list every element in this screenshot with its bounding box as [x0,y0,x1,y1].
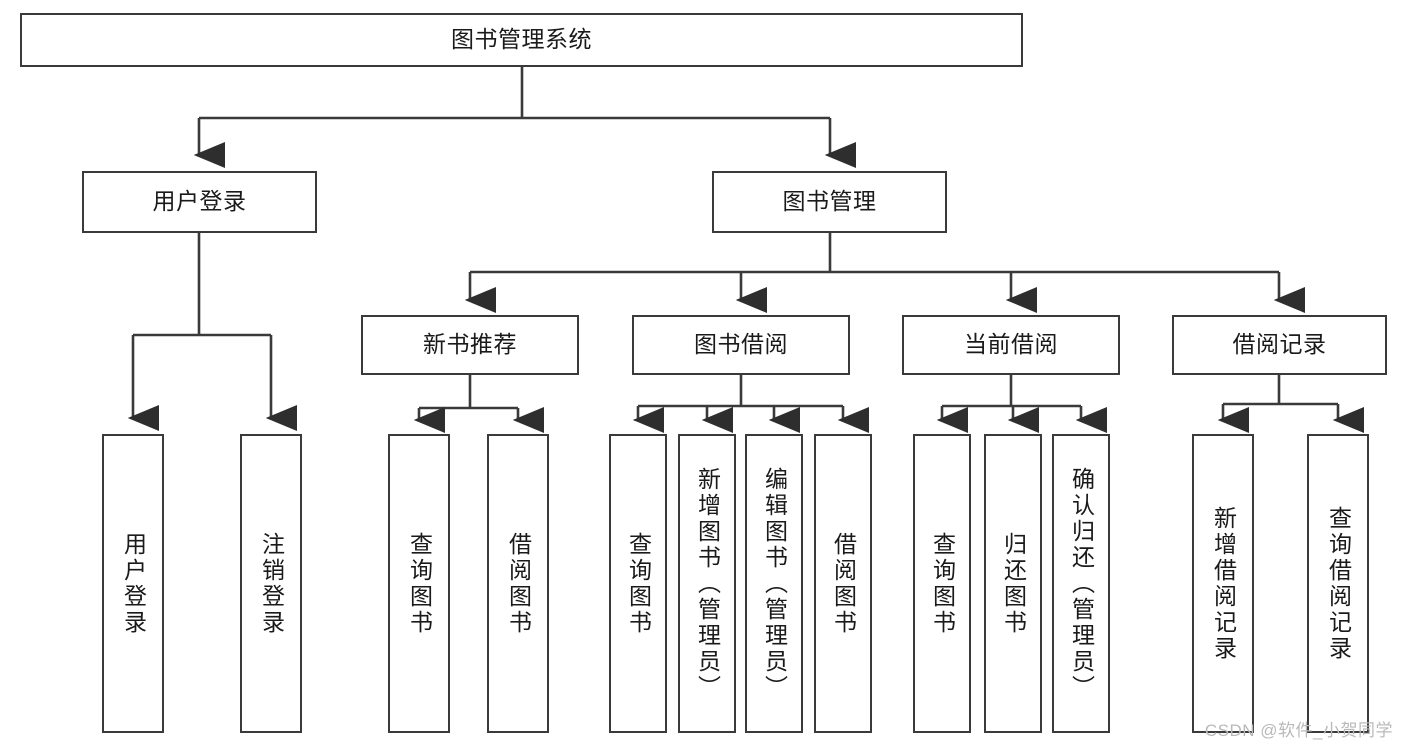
node-leaf-query-book-cur[interactable]: 查询图书 [913,434,971,733]
node-borrow-record[interactable]: 借阅记录 [1172,315,1387,375]
node-leaf-return-book[interactable]: 归还图书 [984,434,1042,733]
node-book-manage-label: 图书管理 [782,188,877,215]
node-new-book-recommend[interactable]: 新书推荐 [361,315,579,375]
node-book-borrow[interactable]: 图书借阅 [632,315,850,375]
node-root[interactable]: 图书管理系统 [20,13,1023,67]
node-user-login-label: 用户登录 [152,188,247,215]
node-leaf-return-book-label: 归还图书 [1000,531,1027,636]
node-leaf-add-record-label: 新增借阅记录 [1210,505,1237,662]
node-root-label: 图书管理系统 [451,26,592,53]
node-leaf-user-login[interactable]: 用户登录 [102,434,164,733]
node-leaf-edit-book-admin-label: 编辑图书（管理员） [761,466,788,701]
node-leaf-add-book-admin[interactable]: 新增图书（管理员） [678,434,736,733]
node-current-borrow[interactable]: 当前借阅 [902,315,1120,375]
node-leaf-query-book-borrow-label: 查询图书 [625,531,652,636]
node-leaf-query-book-rec-label: 查询图书 [406,531,433,636]
node-leaf-borrow-book[interactable]: 借阅图书 [814,434,872,733]
node-book-manage[interactable]: 图书管理 [712,171,947,233]
node-leaf-query-book-cur-label: 查询图书 [929,531,956,636]
node-user-login[interactable]: 用户登录 [82,171,317,233]
watermark-text: CSDN @软件_小贺同学 [1204,721,1393,740]
node-leaf-query-record-label: 查询借阅记录 [1325,505,1352,662]
node-current-borrow-label: 当前借阅 [964,331,1058,358]
node-leaf-edit-book-admin[interactable]: 编辑图书（管理员） [745,434,803,733]
node-leaf-query-record[interactable]: 查询借阅记录 [1307,434,1369,733]
node-leaf-logout-label: 注销登录 [258,531,285,636]
node-leaf-query-book-borrow[interactable]: 查询图书 [609,434,667,733]
node-leaf-add-book-admin-label: 新增图书（管理员） [694,466,721,701]
node-borrow-record-label: 借阅记录 [1232,331,1327,358]
node-leaf-borrow-book-rec[interactable]: 借阅图书 [487,434,549,733]
node-leaf-logout[interactable]: 注销登录 [240,434,302,733]
node-leaf-add-record[interactable]: 新增借阅记录 [1192,434,1254,733]
node-leaf-confirm-return-admin[interactable]: 确认归还（管理员） [1052,434,1110,733]
node-leaf-borrow-book-label: 借阅图书 [830,531,857,636]
node-leaf-query-book-rec[interactable]: 查询图书 [388,434,450,733]
node-leaf-confirm-return-admin-label: 确认归还（管理员） [1068,466,1095,701]
node-leaf-borrow-book-rec-label: 借阅图书 [505,531,532,636]
node-new-book-recommend-label: 新书推荐 [423,331,517,358]
node-book-borrow-label: 图书借阅 [694,331,788,358]
node-leaf-user-login-label: 用户登录 [120,531,147,636]
